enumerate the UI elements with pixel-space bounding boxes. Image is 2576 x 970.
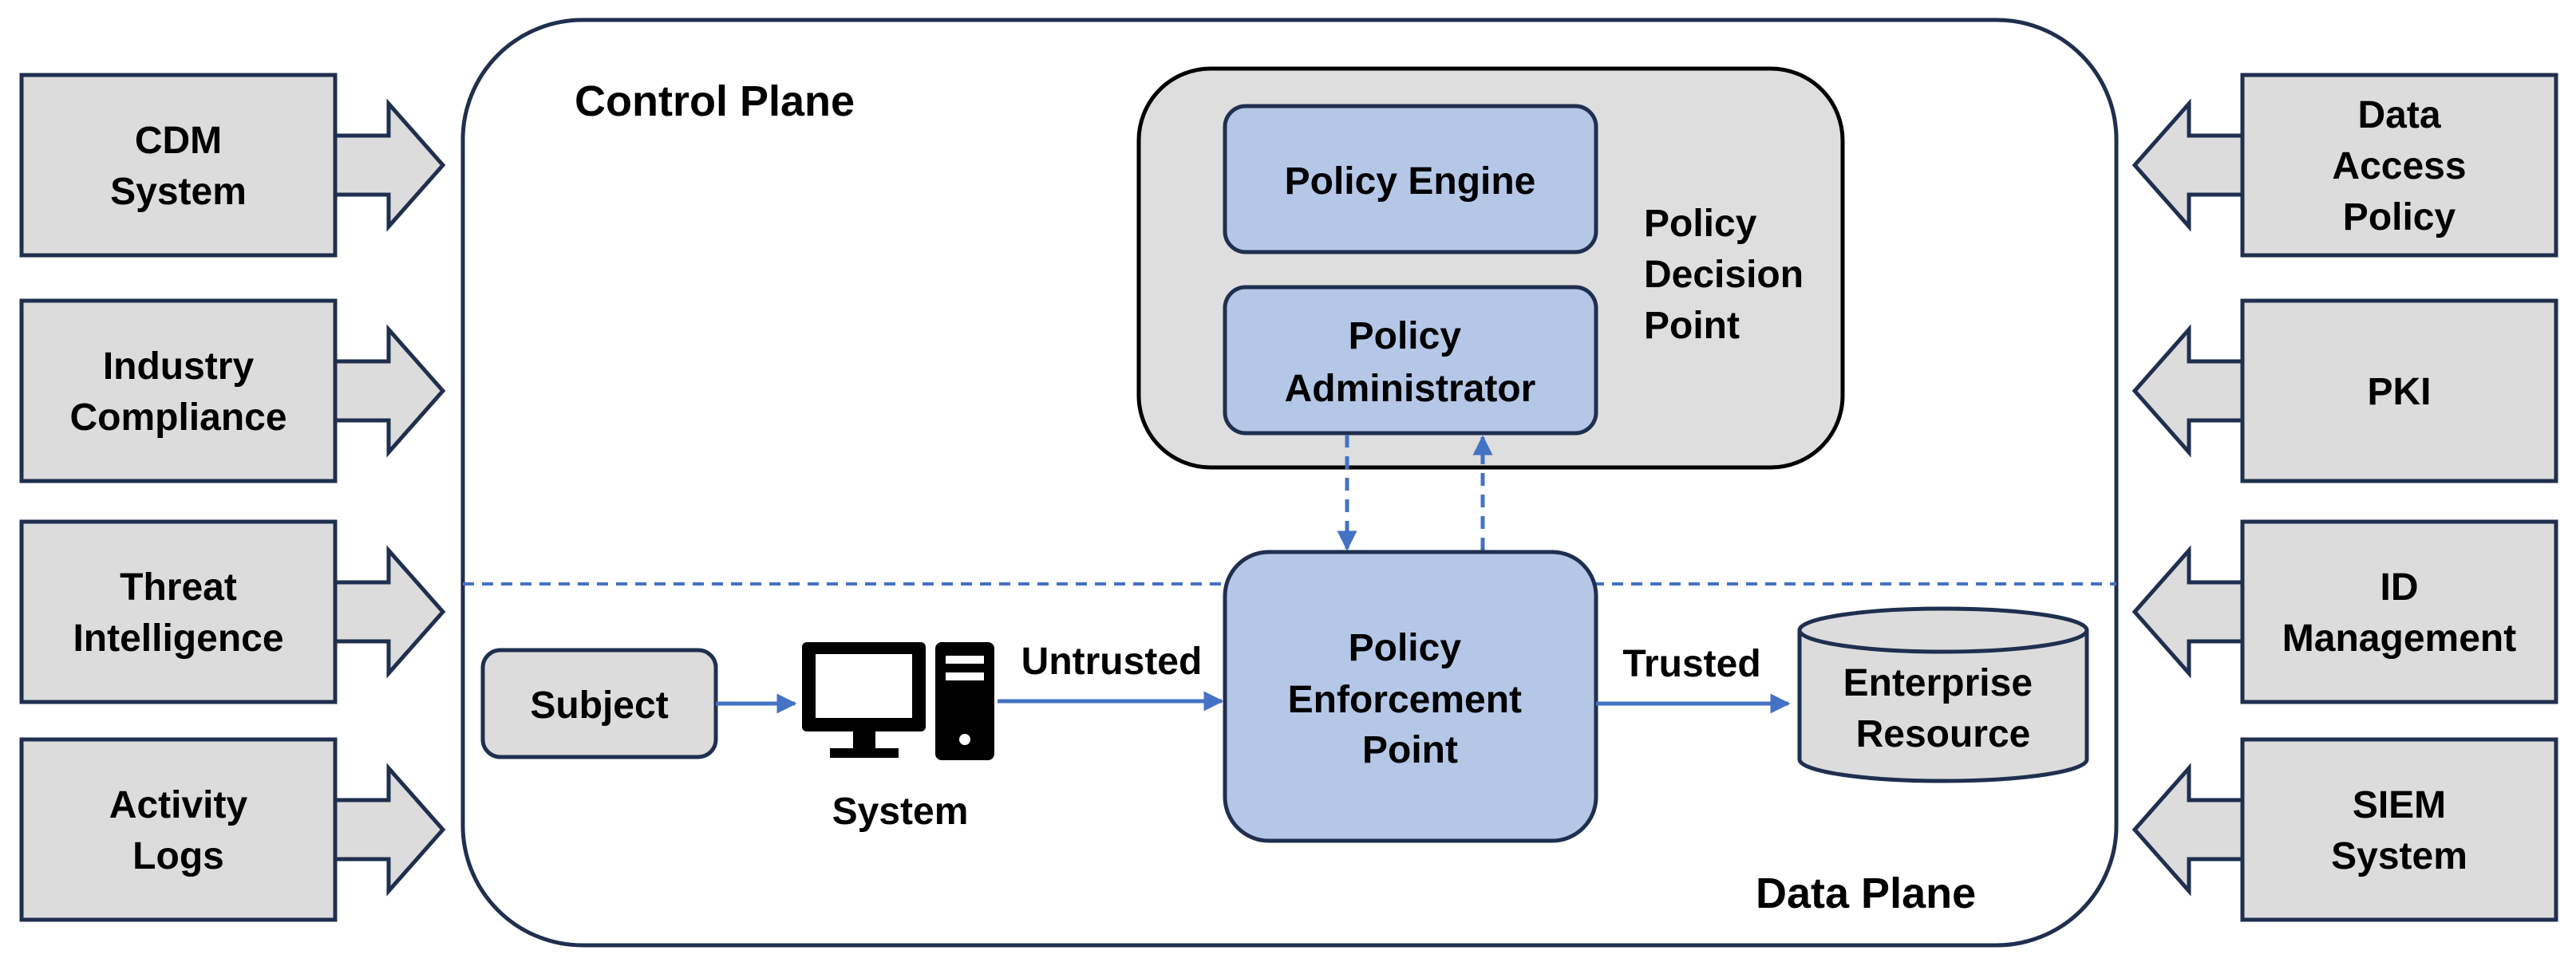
right-input-pki: PKI xyxy=(2132,298,2558,483)
policy-decision-point: Policy Decision Point Policy Engine Poli… xyxy=(1136,66,1845,470)
threat-intelligence-box xyxy=(19,519,338,704)
data-plane-label: Data Plane xyxy=(1756,869,1976,917)
pdp-label: Policy Decision Point xyxy=(1644,203,1814,347)
data-access-policy-box xyxy=(2240,73,2558,258)
cdm-system-arrow xyxy=(333,98,446,232)
id-management-arrow xyxy=(2132,545,2245,679)
policy-administrator-box xyxy=(1223,285,1598,436)
activity-logs-arrow xyxy=(333,763,446,897)
computer-icon xyxy=(802,642,994,760)
database-icon xyxy=(1797,606,2089,783)
data-access-policy-arrow xyxy=(2132,98,2245,232)
pki-arrow xyxy=(2132,324,2245,458)
cdm-system-box xyxy=(19,73,338,258)
policy-administrator-label: Policy Administrator xyxy=(1285,315,1536,410)
siem-system-arrow xyxy=(2132,763,2245,897)
pki-box xyxy=(2240,298,2558,483)
system-label: System xyxy=(832,791,969,833)
industry-compliance-box xyxy=(19,298,338,483)
pep-box xyxy=(1223,550,1598,843)
subject-label: Subject xyxy=(530,684,668,727)
untrusted-label: Untrusted xyxy=(1021,641,1203,683)
trusted-label: Trusted xyxy=(1622,643,1760,685)
pep-label: Policy Enforcement Point xyxy=(1288,627,1533,771)
id-management-box xyxy=(2240,519,2558,704)
pki-label: PKI xyxy=(2367,371,2431,413)
control-plane-label: Control Plane xyxy=(575,77,855,125)
activity-logs-box xyxy=(19,737,338,922)
siem-system-box xyxy=(2240,737,2558,922)
threat-intelligence-arrow xyxy=(333,545,446,679)
policy-engine-box xyxy=(1223,104,1598,254)
enterprise-resource-label: Enterprise Resource xyxy=(1843,662,2044,755)
policy-engine-label: Policy Engine xyxy=(1285,160,1536,203)
industry-compliance-arrow xyxy=(333,324,446,458)
